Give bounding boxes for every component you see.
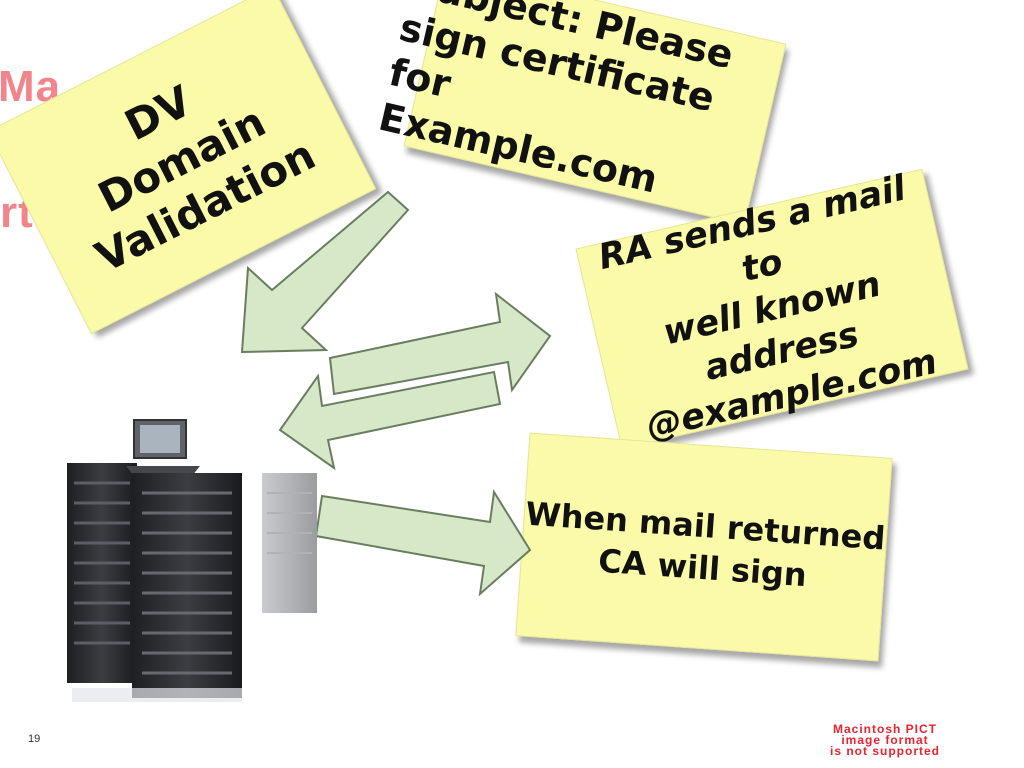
arrow-server-to-ca xyxy=(314,489,532,597)
arrow-server-to-ra xyxy=(328,291,552,396)
slide-number: 19 xyxy=(28,733,41,745)
server-rack-icon xyxy=(67,419,317,702)
arrow-request-to-server xyxy=(240,190,410,354)
pict-unsupported-notice: Macintosh PICT image format is not suppo… xyxy=(830,722,940,758)
arrow-ra-to-server xyxy=(278,370,502,471)
